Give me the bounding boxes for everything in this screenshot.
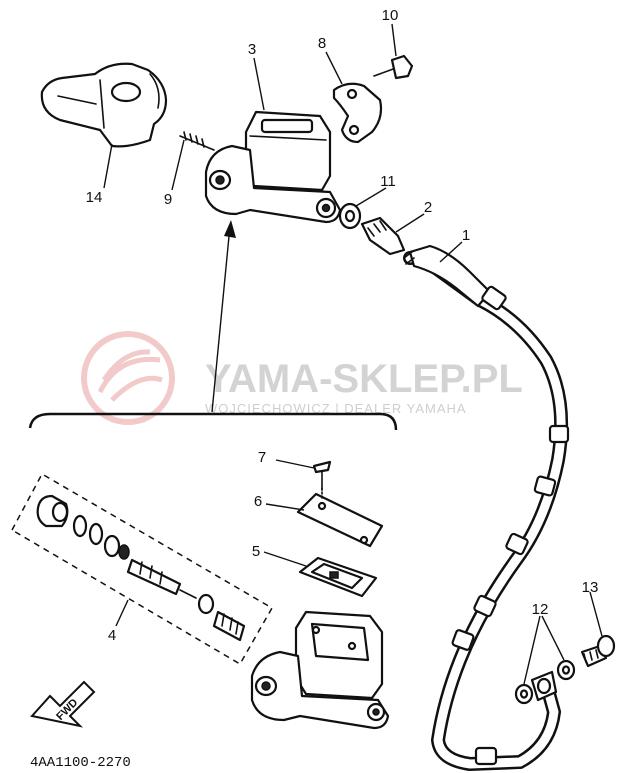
callout-11: 11 (380, 173, 396, 190)
watermark: YAMA-SKLEP.PL WOJCIECHOWICZ | DEALER YAM… (81, 331, 523, 425)
fwd-arrow-icon: FWD (30, 680, 96, 728)
callout-4: 4 (108, 627, 116, 644)
callout-6: 6 (254, 493, 262, 510)
assembly-bracket (28, 412, 398, 431)
leader-lines (103, 23, 603, 685)
callout-13: 13 (582, 579, 599, 596)
part-12-washers (514, 659, 576, 705)
lower-master-cylinder-body (250, 610, 390, 730)
part-3-master-cylinder (204, 110, 342, 224)
part-13-banjo-bolt (580, 634, 616, 668)
part-4-piston-kit (10, 472, 274, 666)
callout-8: 8 (318, 35, 326, 52)
callout-3: 3 (248, 41, 256, 58)
part-8-clamp (332, 82, 383, 144)
callout-14: 14 (86, 189, 103, 206)
callout-1: 1 (462, 227, 470, 244)
callouts: 3 8 10 9 14 11 2 1 7 6 5 4 12 13 (86, 7, 599, 644)
assembly-pointer-arrow (211, 220, 236, 413)
callout-2: 2 (424, 199, 432, 216)
watermark-brand: YAMA-SKLEP.PL (205, 357, 523, 401)
diagram-code: 4AA1100-2270 (30, 755, 131, 771)
callout-12: 12 (532, 601, 549, 618)
callout-7: 7 (258, 449, 266, 466)
callout-9: 9 (164, 191, 172, 208)
part-7-screw (312, 460, 332, 499)
part-1-hose (403, 244, 570, 772)
watermark-subtitle: WOJCIECHOWICZ | DEALER YAMAHA (205, 401, 467, 416)
callout-5: 5 (252, 543, 260, 560)
watermark-logo-icon (81, 331, 175, 425)
part-11-washer (338, 202, 362, 230)
part-6-cap (296, 492, 384, 548)
part-14-cover (40, 62, 168, 148)
part-9-bolt (179, 131, 215, 151)
callout-10: 10 (382, 7, 399, 24)
part-2-fitting (360, 216, 406, 256)
part-10-bolt (373, 54, 414, 80)
part-5-diaphragm (298, 556, 378, 598)
